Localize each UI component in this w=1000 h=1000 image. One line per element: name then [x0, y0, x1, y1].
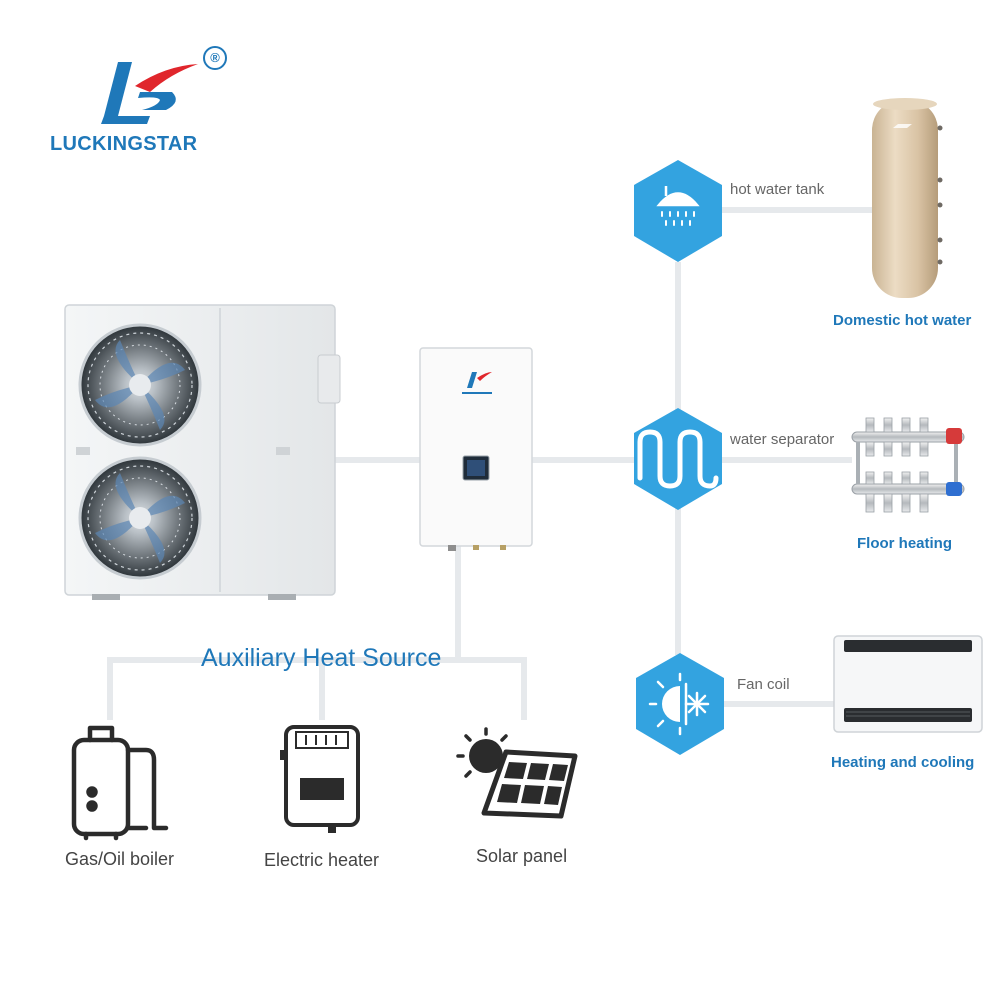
domestic-hot-water-label: Domestic hot water	[833, 312, 972, 329]
luckingstar-logo-mark	[101, 62, 198, 124]
fan-coil-unit	[833, 635, 983, 733]
solar-panel-label: Solar panel	[476, 846, 568, 866]
indoor-unit-logo-icon	[462, 372, 492, 394]
electric-heater-label: Electric heater	[264, 850, 380, 870]
boiler-icon	[71, 725, 169, 841]
hot-water-tank	[872, 98, 943, 298]
solar-panel-icon	[456, 727, 578, 819]
outdoor-heat-pump-unit	[64, 304, 341, 600]
floor-heating-manifold	[851, 417, 965, 513]
lower-fan-icon	[78, 456, 202, 580]
hot-water-tank-label: hot water tank	[730, 181, 825, 198]
fan-coil-label: Fan coil	[737, 676, 790, 693]
floor-heating-label: Floor heating	[857, 535, 952, 552]
underfloor-coil-icon	[637, 429, 719, 489]
heating-and-cooling-label: Heating and cooling	[831, 754, 975, 771]
hexagon-floor-coil-connector	[634, 408, 722, 510]
electric-heater-icon	[280, 725, 360, 833]
water-separator-label: water separator	[730, 431, 835, 448]
hexagon-shower-connector	[634, 160, 722, 262]
shower-icon	[656, 186, 700, 226]
gas-oil-boiler-label: Gas/Oil boiler	[65, 849, 175, 869]
hexagon-fan-coil-connector	[636, 653, 724, 755]
sun-snowflake-icon	[648, 672, 710, 736]
auxiliary-heat-source-title: Auxiliary Heat Source	[201, 644, 442, 672]
brand-name: LUCKINGSTAR	[50, 133, 198, 155]
upper-fan-icon	[78, 323, 202, 447]
registered-trademark-icon: ®	[203, 46, 227, 70]
indoor-hydro-box-unit	[419, 347, 533, 551]
